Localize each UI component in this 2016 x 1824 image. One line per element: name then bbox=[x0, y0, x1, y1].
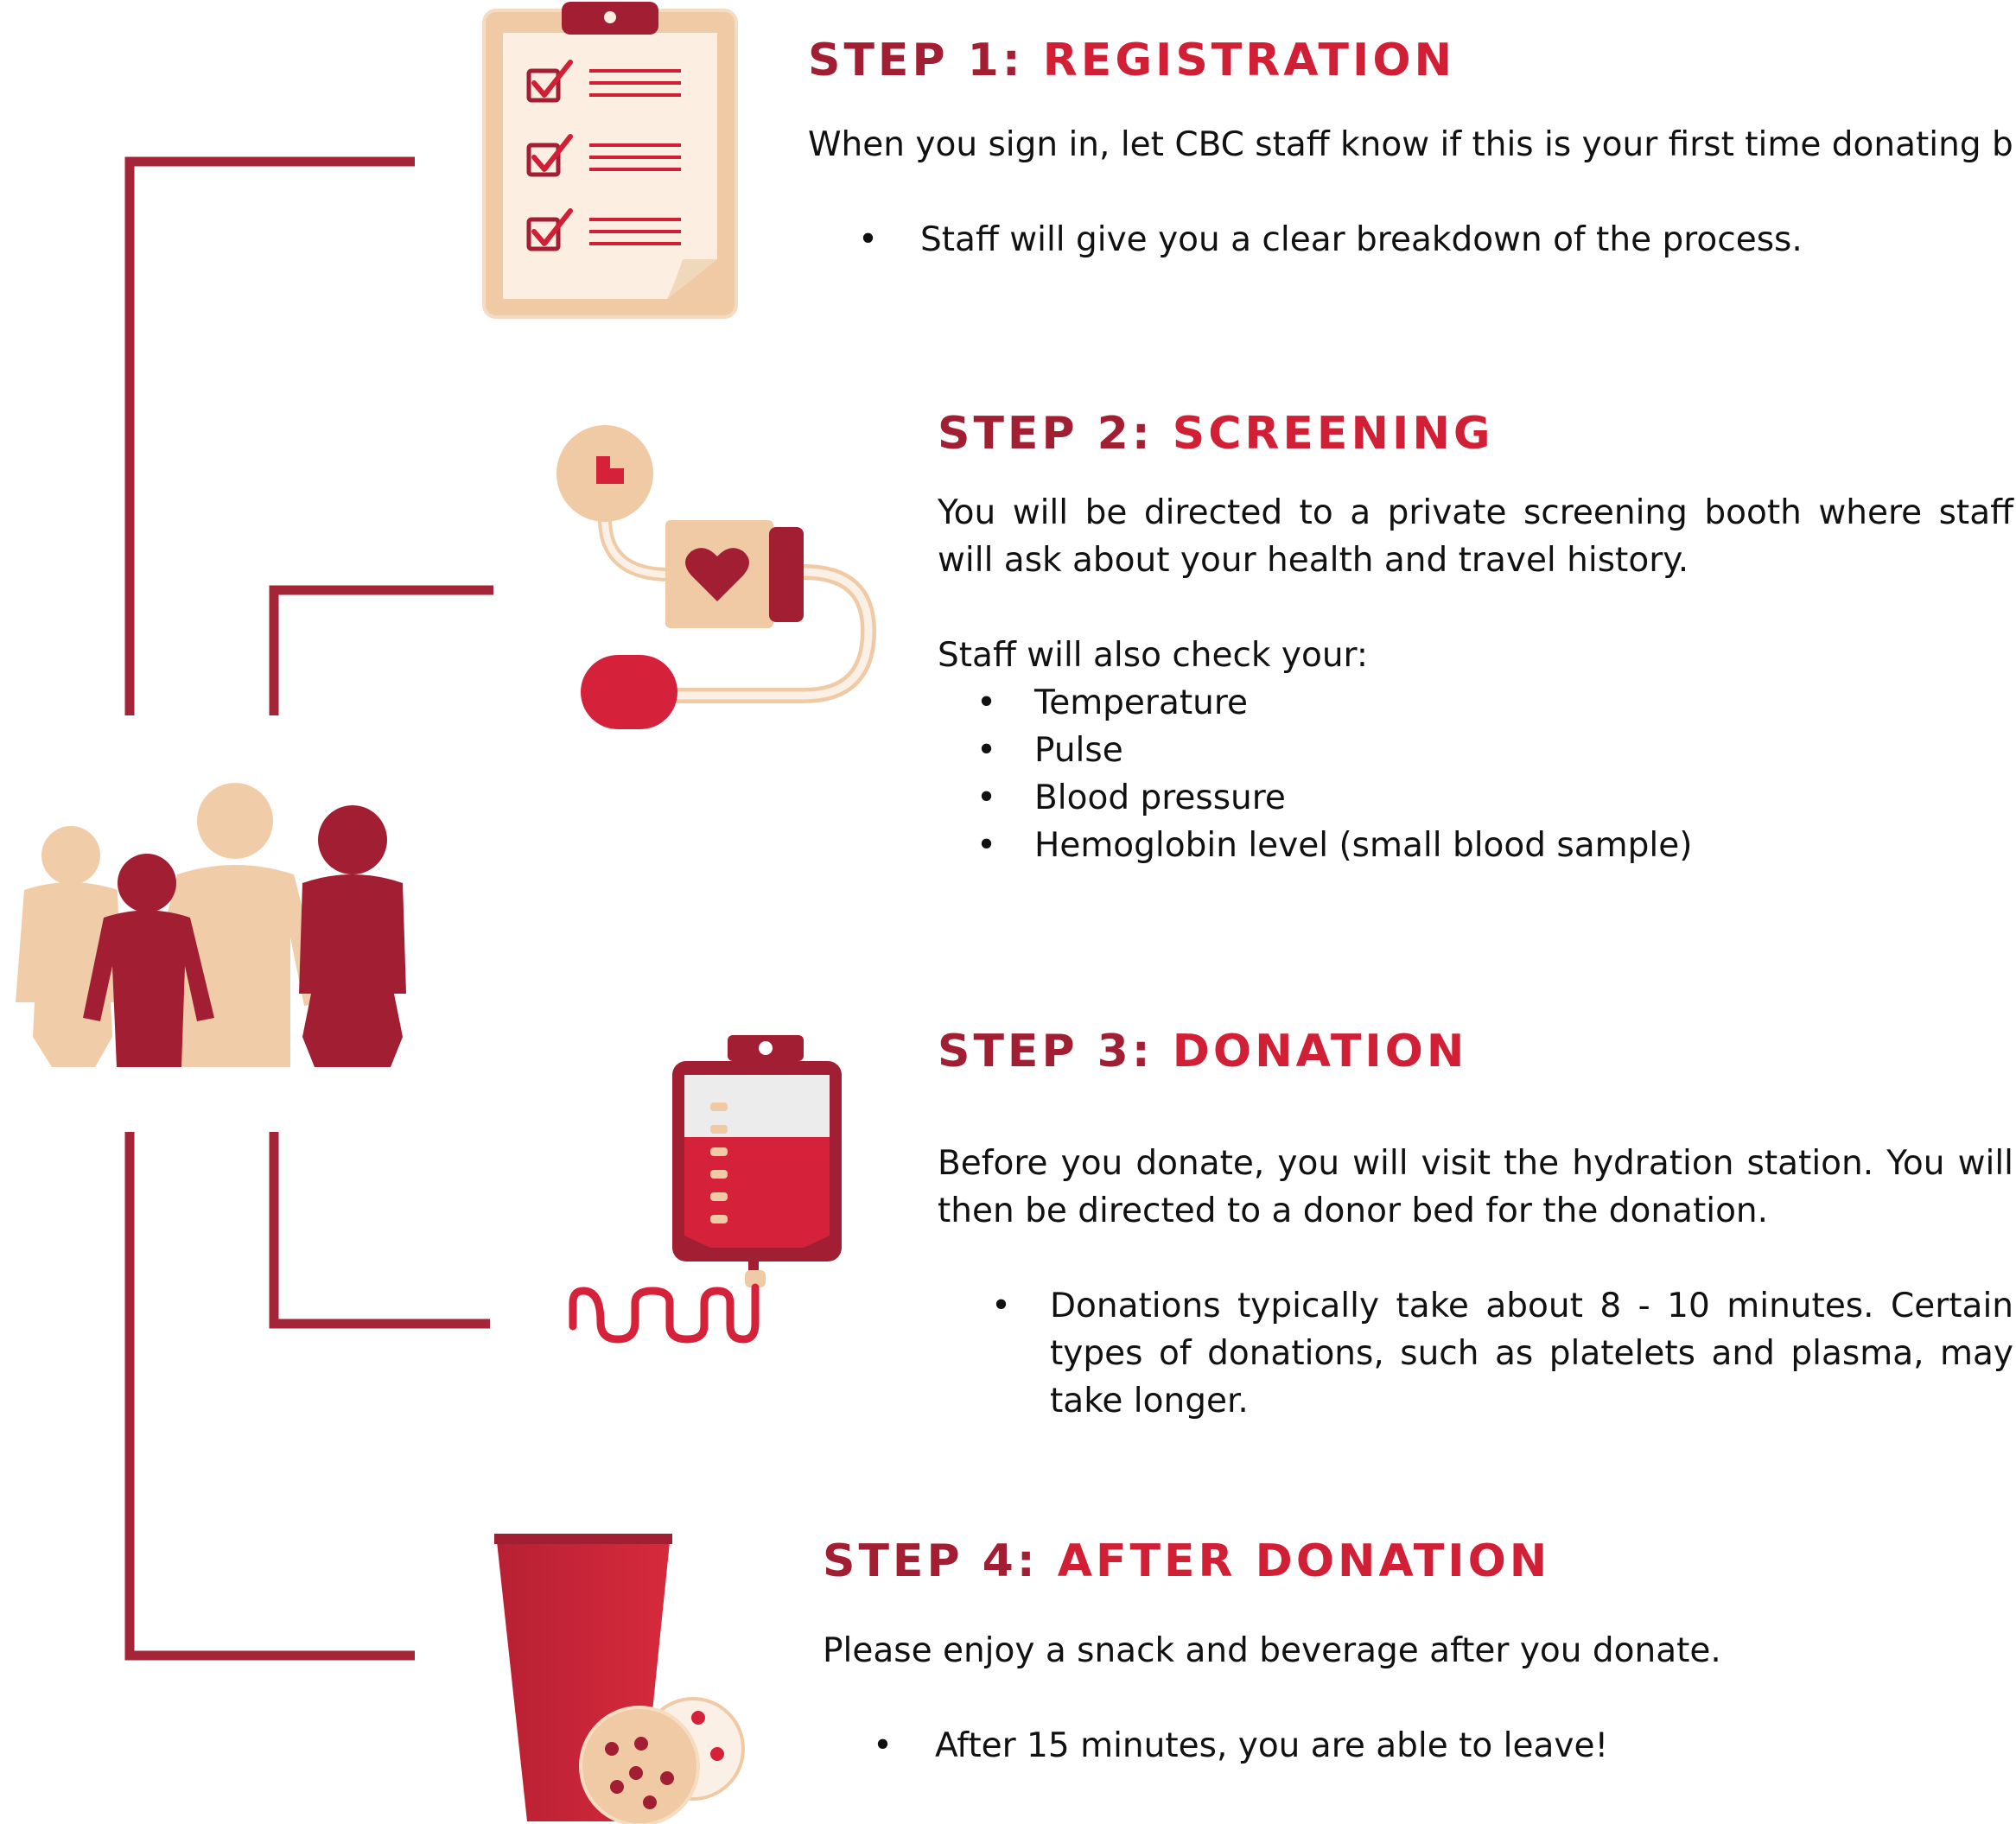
step-3-text: Before you donate, you will visit the hy… bbox=[938, 1144, 2013, 1230]
bullet-dot: • bbox=[976, 826, 997, 865]
step-4: STEP 4: AFTER DONATION Please enjoy a sn… bbox=[823, 1535, 2006, 1770]
step-3-number: STEP 3: bbox=[938, 1026, 1173, 1077]
bullet-dot: • bbox=[858, 220, 879, 259]
list-item: • Temperature bbox=[938, 679, 2013, 727]
list-item: • Staff will give you a clear breakdown o… bbox=[808, 216, 2009, 264]
bullet-dot: • bbox=[873, 1726, 894, 1765]
step-4-text: Please enjoy a snack and beverage after … bbox=[823, 1631, 1721, 1670]
step-4-number: STEP 4: bbox=[823, 1535, 1058, 1587]
bullet-dot: • bbox=[976, 683, 997, 722]
connector-step3 bbox=[269, 1132, 490, 1329]
step-3-bullet-1: Donations typically take about 8 - 10 mi… bbox=[1050, 1287, 2013, 1420]
step-1-name: REGISTRATION bbox=[1042, 35, 1456, 86]
connector-step1 bbox=[124, 156, 415, 715]
step-3-title: STEP 3: DONATION bbox=[938, 1026, 2013, 1077]
step-2-subtext: Staff will also check your: bbox=[938, 636, 1369, 675]
bullet-dot: • bbox=[991, 1287, 1012, 1325]
family-icon bbox=[16, 783, 406, 1067]
step-1-title: STEP 1: REGISTRATION bbox=[808, 35, 2009, 86]
step-2-number: STEP 2: bbox=[938, 408, 1173, 460]
bullet-dot: • bbox=[976, 731, 997, 770]
connector-step2 bbox=[269, 585, 493, 715]
step-1: STEP 1: REGISTRATION When you sign in, l… bbox=[808, 35, 2016, 264]
step-4-title: STEP 4: AFTER DONATION bbox=[823, 1535, 2006, 1587]
step-4-name: AFTER DONATION bbox=[1057, 1535, 1551, 1587]
step-2: STEP 2: SCREENING You will be directed t… bbox=[938, 408, 2013, 869]
connector-step4 bbox=[124, 1132, 415, 1661]
list-item: • Hemoglobin level (small blood sample) bbox=[938, 822, 2013, 869]
cookie-icon bbox=[579, 1697, 745, 1824]
blood-bag-icon bbox=[569, 1035, 842, 1344]
list-item: • Blood pressure bbox=[938, 774, 2013, 822]
step-1-bullet-1: Staff will give you a clear breakdown of… bbox=[920, 220, 1803, 259]
list-item: • Pulse bbox=[938, 727, 2013, 774]
step-3-bullets: • Donations typically take about 8 - 10 m… bbox=[938, 1282, 2013, 1425]
step-4-bullet-1: After 15 minutes, you are able to leave! bbox=[935, 1726, 1609, 1765]
list-item: • After 15 minutes, you are able to leave… bbox=[823, 1722, 2006, 1770]
step-2-bullet-4: Hemoglobin level (small blood sample) bbox=[1034, 826, 1693, 865]
step-4-bullets: • After 15 minutes, you are able to leave… bbox=[823, 1722, 2006, 1770]
clipboard-icon bbox=[482, 2, 738, 319]
step-3-name: DONATION bbox=[1172, 1026, 1468, 1077]
list-item: • Donations typically take about 8 - 10 m… bbox=[938, 1282, 2013, 1425]
step-3: STEP 3: DONATION Before you donate, you … bbox=[938, 1026, 2013, 1425]
step-1-bullets: • Staff will give you a clear breakdown o… bbox=[808, 216, 2009, 264]
step-2-text: You will be directed to a private screen… bbox=[938, 493, 2013, 580]
step-2-title: STEP 2: SCREENING bbox=[938, 408, 2013, 460]
bullet-dot: • bbox=[976, 779, 997, 817]
step-2-bullets: • Temperature • Pulse • Blood pressure • Hem… bbox=[938, 679, 2013, 869]
step-2-bullet-1: Temperature bbox=[1034, 683, 1249, 722]
step-2-bullet-2: Pulse bbox=[1034, 731, 1123, 770]
step-1-number: STEP 1: bbox=[808, 35, 1043, 86]
step-1-text: When you sign in, let CBC staff know if … bbox=[808, 125, 2016, 164]
step-2-name: SCREENING bbox=[1172, 408, 1494, 460]
blood-pressure-monitor-icon bbox=[556, 425, 877, 729]
connector-lines bbox=[124, 156, 493, 1661]
step-2-bullet-3: Blood pressure bbox=[1034, 779, 1286, 817]
